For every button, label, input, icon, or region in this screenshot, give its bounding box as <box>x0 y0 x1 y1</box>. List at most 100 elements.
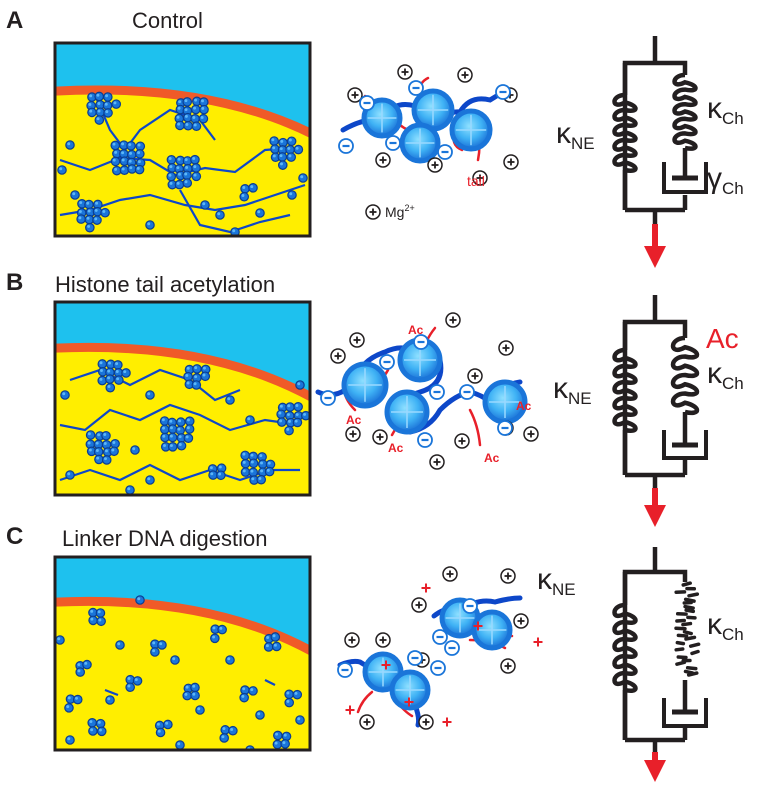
chromatin-bead <box>113 360 123 370</box>
chromatin-bead <box>72 694 83 705</box>
chromatin-bead <box>166 171 177 182</box>
chromatin-bead <box>175 120 185 131</box>
chromatin-bead <box>264 466 275 477</box>
chromatin-bead <box>121 368 131 378</box>
mg-ion <box>375 152 391 168</box>
tail-label: tail <box>467 173 485 189</box>
mg-ion <box>498 340 514 356</box>
neg-ion <box>379 354 395 370</box>
nucleus-box-b <box>53 300 312 497</box>
neg-ion <box>338 138 354 154</box>
chromatin-bead <box>286 152 296 162</box>
chromatin-bead <box>70 190 80 200</box>
chromatin-bead <box>295 715 305 725</box>
chromatin-bead <box>65 140 75 150</box>
chromatin-bead <box>157 640 167 650</box>
spring-ne-b <box>612 347 638 433</box>
chromatin-bead <box>293 401 303 412</box>
chromatin-bead <box>280 739 290 749</box>
chromatin-bead <box>97 375 108 386</box>
chromatin-bead <box>292 689 303 700</box>
chromatin-bead <box>199 104 209 115</box>
neg-ion <box>497 420 513 436</box>
chromatin-bead <box>159 424 170 435</box>
chromatin-bead <box>285 402 295 412</box>
chromatin-bead <box>271 641 282 652</box>
chromatin-bead <box>110 156 121 167</box>
acetyl-label: Ac <box>484 451 500 465</box>
mg-ion <box>500 568 516 584</box>
mg-ion <box>344 632 360 648</box>
panel-b-title: Histone tail acetylation <box>55 272 275 297</box>
neg-ion <box>430 660 446 676</box>
chromatin-bead <box>276 409 286 420</box>
model-labels: κNE κCh γCh κNE κCh Ac κNE κCh <box>537 92 744 644</box>
chromatin-bead <box>55 635 65 645</box>
model-b <box>622 295 708 488</box>
neg-ion <box>444 640 460 656</box>
force-arrow-c <box>644 760 666 782</box>
chromatin-bead <box>92 215 102 225</box>
springs <box>612 72 701 740</box>
chromatin-bead <box>84 199 94 210</box>
pos-ion <box>404 697 414 707</box>
chromatin-bead <box>96 616 106 627</box>
chromatin-bead <box>101 455 112 465</box>
chromatin-bead <box>292 417 303 428</box>
mg-ion <box>429 454 445 470</box>
neg-ion <box>437 144 453 160</box>
middle-ions <box>320 64 543 730</box>
chromatin-bead <box>219 733 229 743</box>
chromatin-bead <box>88 726 98 736</box>
chromatin-bead <box>183 371 193 382</box>
chromatin-bead <box>286 136 297 147</box>
chromatin-bead <box>256 474 266 485</box>
chromatin-bead <box>166 154 177 165</box>
chromatin-bead <box>198 113 209 124</box>
mg-ion <box>330 348 346 364</box>
chromatin-bead <box>163 719 173 730</box>
chromatin-bead <box>64 703 74 713</box>
chromatin-bead <box>248 183 258 193</box>
mg-ion <box>349 332 365 348</box>
chromatin-bead <box>208 470 218 480</box>
chromatin-bead <box>182 178 193 188</box>
chromatin-bead <box>182 690 193 701</box>
neg-ion <box>462 598 478 614</box>
mg-ion <box>365 204 381 220</box>
chromatin-bead <box>119 165 130 176</box>
chromatin-bead <box>109 446 119 457</box>
chromatin-bead <box>94 91 104 102</box>
mg-ion <box>397 64 413 80</box>
kappa-ne-c: κNE <box>537 563 576 599</box>
panel-b-letter: B <box>6 269 23 296</box>
nucleosome <box>361 97 403 139</box>
neg-ion <box>429 384 445 400</box>
mg-ion <box>445 312 461 328</box>
chromatin-bead <box>191 380 202 390</box>
chromatin-bead <box>170 655 180 665</box>
mg-ion <box>372 429 388 445</box>
chromatin-bead <box>277 152 288 162</box>
chromatin-bead <box>293 144 304 155</box>
neg-ion <box>417 432 433 448</box>
chromatin-bead <box>220 725 231 735</box>
chromatin-bead <box>245 415 255 425</box>
force-arrow-a <box>644 246 666 268</box>
chromatin-bead <box>191 104 201 115</box>
mg-ion <box>457 67 473 83</box>
chromatin-bead <box>76 214 86 224</box>
chromatin-bead <box>174 179 185 190</box>
pos-ion <box>345 705 355 715</box>
chromatin-bead <box>273 730 283 741</box>
chromatin-bead <box>105 695 115 705</box>
chromatin-bead <box>176 440 187 451</box>
chromatin-bead <box>269 136 279 146</box>
chromatin-bead <box>190 154 200 165</box>
nucleosome <box>471 609 513 651</box>
chromatin-bead <box>216 470 226 481</box>
chromatin-bead <box>263 642 274 652</box>
chromatin-bead <box>88 615 98 626</box>
acetyl-labels: Ac Ac Ac Ac Ac <box>346 323 532 465</box>
panel-c-letter: C <box>6 523 23 550</box>
